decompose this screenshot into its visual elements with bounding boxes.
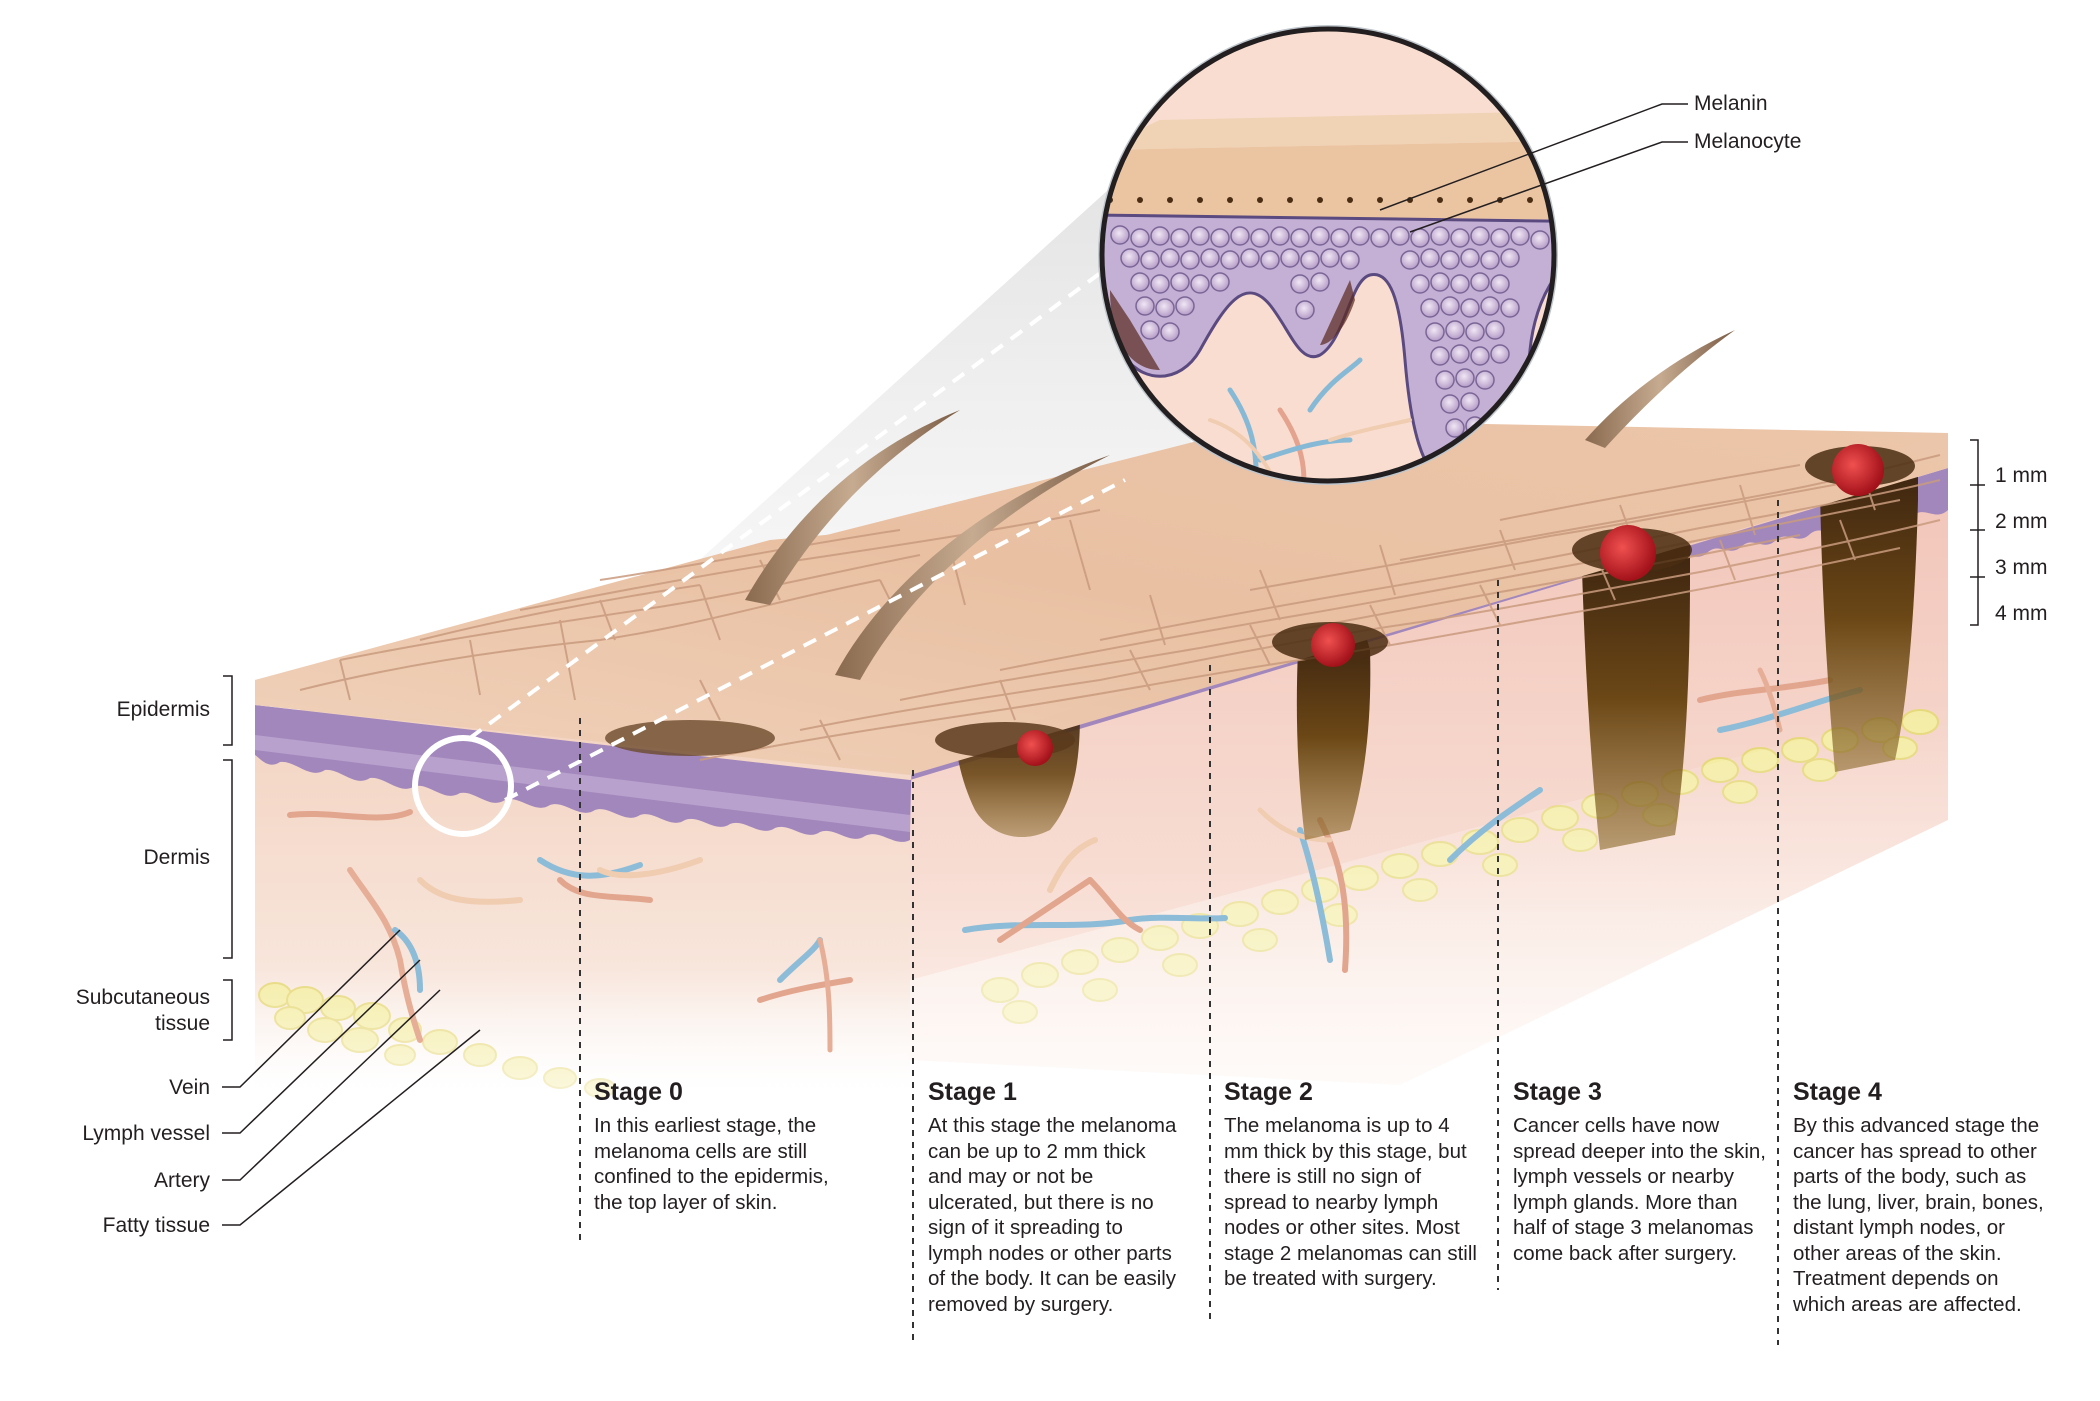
stage-3-text: Cancer cells have now spread deeper into…	[1513, 1114, 1766, 1265]
label-melanin: Melanin	[1694, 92, 1768, 115]
stage-4-block: Stage 4 By this advanced stage the cance…	[1793, 1078, 2055, 1317]
front-face	[255, 705, 910, 1160]
top-surface	[255, 330, 1948, 775]
melanocyte-cells	[1110, 225, 1550, 462]
stage-2-title: Stage 2	[1224, 1078, 1313, 1106]
stage-4-text: By this advanced stage the cancer has sp…	[1793, 1114, 2044, 1316]
scale-3mm: 3 mm	[1995, 556, 2048, 579]
label-subcutaneous-tissue: Subcutaneous tissue	[75, 986, 210, 1035]
label-fatty-tissue: Fatty tissue	[102, 1214, 210, 1237]
melanin-dots	[1107, 197, 1533, 203]
tumor-stage-2	[1311, 623, 1355, 667]
label-artery: Artery	[153, 1169, 210, 1192]
stage-2-block: Stage 2 The melanoma is up to 4 mm thick…	[1224, 1078, 1486, 1292]
magnify-source-circle	[412, 735, 514, 837]
tumor-stage-3	[1600, 525, 1656, 581]
tumor-stage-1	[1017, 730, 1053, 766]
melanoma-stage-2	[1296, 632, 1371, 840]
stage-3-title: Stage 3	[1513, 1078, 1602, 1106]
hair	[1585, 330, 1735, 448]
lesion-stage-0	[605, 720, 775, 756]
hair	[835, 455, 1110, 680]
label-epidermis: Epidermis	[116, 698, 210, 721]
tumor-stage-4	[1832, 444, 1884, 496]
leader-lines	[222, 929, 481, 1226]
hair	[745, 410, 960, 605]
depth-scale	[1970, 439, 1985, 626]
stage-1-block: Stage 1 At this stage the melanoma can b…	[928, 1078, 1183, 1317]
stage-0-text: In this earliest stage, the melanoma cel…	[594, 1114, 829, 1214]
stage-0-title: Stage 0	[594, 1078, 683, 1106]
stage-1-text: At this stage the melanoma can be up to …	[928, 1114, 1177, 1316]
melanoma-stage-3	[1582, 545, 1690, 850]
scale-1mm: 1 mm	[1995, 464, 2048, 487]
label-vein: Vein	[169, 1076, 210, 1099]
label-lymph-vessel: Lymph vessel	[82, 1122, 210, 1145]
stage-4-title: Stage 4	[1793, 1078, 1882, 1106]
scale-4mm: 4 mm	[1995, 602, 2048, 625]
stage-2-text: The melanoma is up to 4 mm thick by this…	[1224, 1114, 1477, 1290]
vessels-side	[962, 667, 1863, 973]
stage-1-title: Stage 1	[928, 1078, 1017, 1106]
callout-dashes	[468, 258, 1126, 802]
stage-dividers	[579, 500, 1779, 1345]
layer-brackets	[223, 675, 233, 1041]
stage-0-block: Stage 0 In this earliest stage, the mela…	[594, 1078, 844, 1215]
vessels-front	[287, 809, 853, 1053]
scale-2mm: 2 mm	[1995, 510, 2048, 533]
label-melanocyte: Melanocyte	[1694, 130, 1802, 153]
label-dermis: Dermis	[143, 846, 211, 869]
stage-3-block: Stage 3 Cancer cells have now spread dee…	[1513, 1078, 1773, 1266]
